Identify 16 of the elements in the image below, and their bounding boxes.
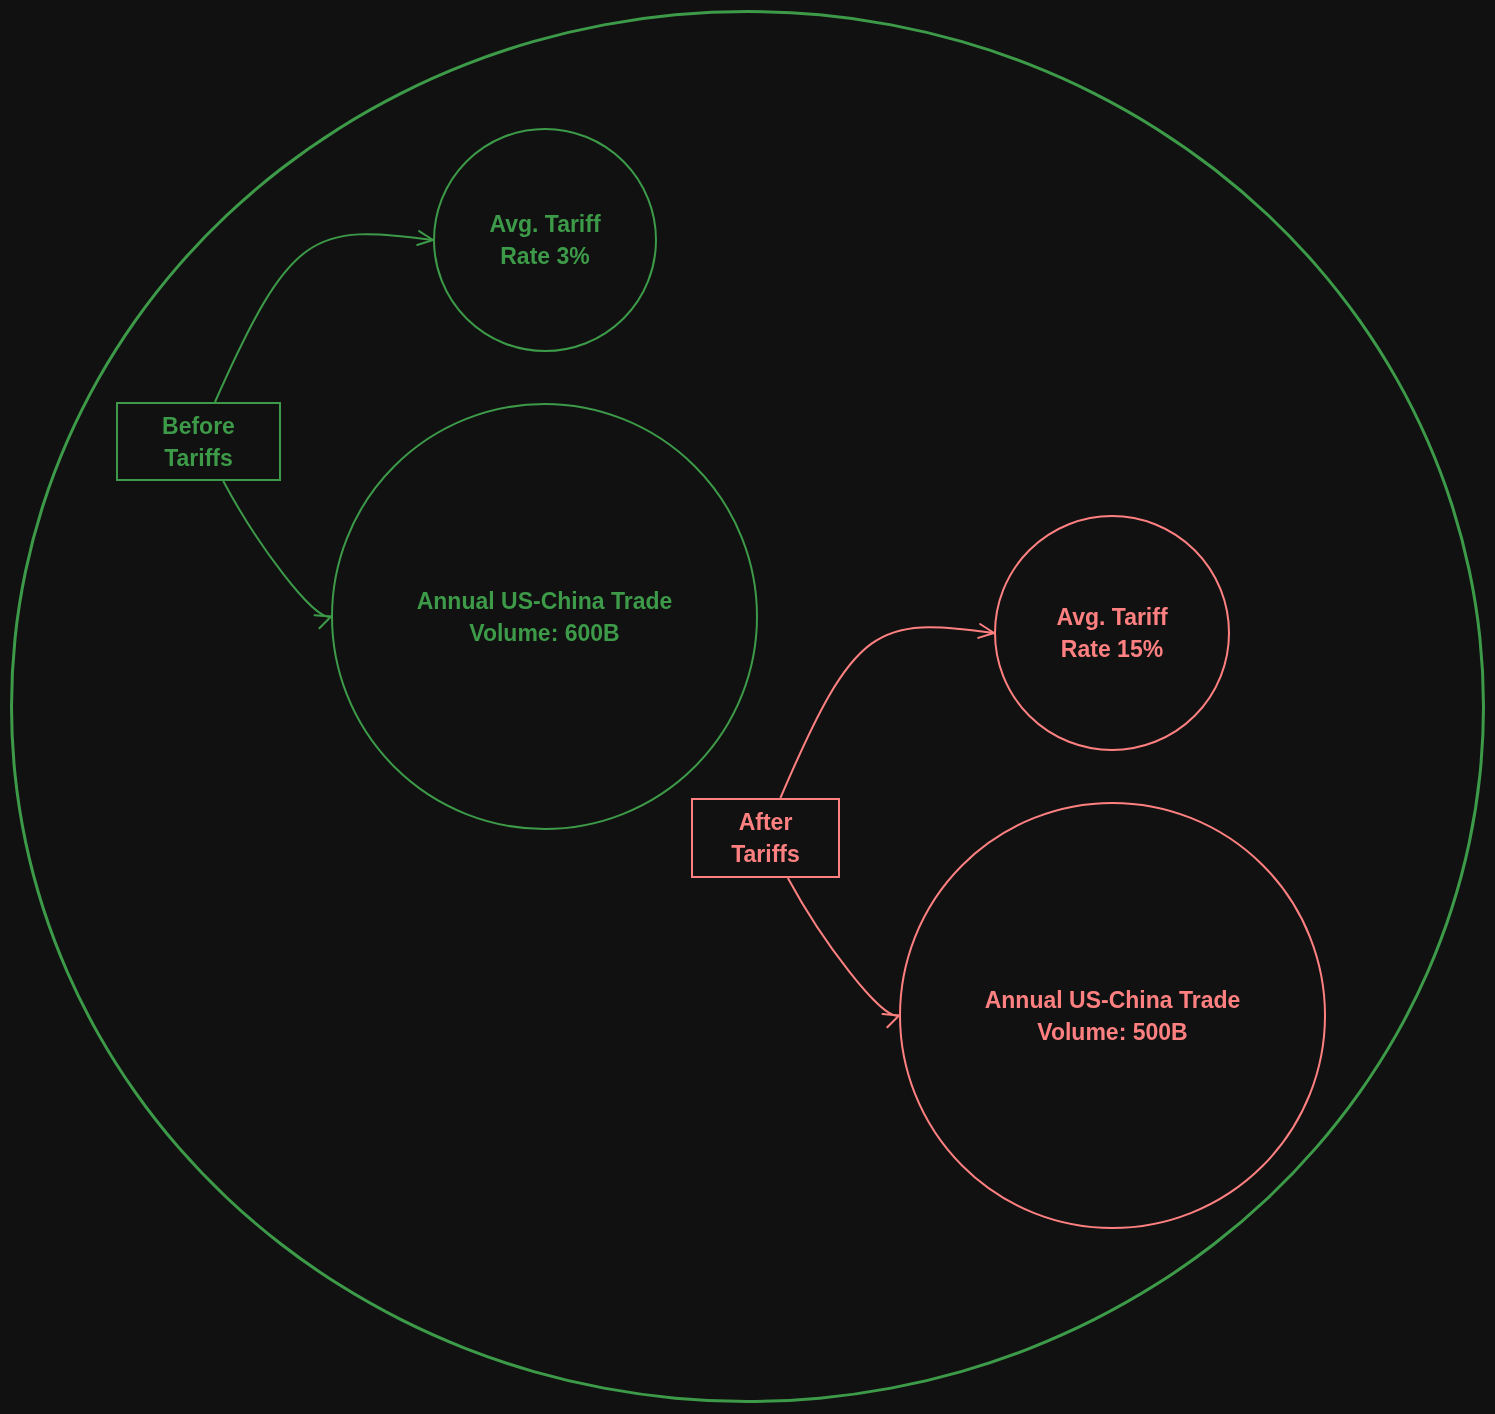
outer-ellipse bbox=[10, 10, 1485, 1403]
node-text: Annual US-China Trade Volume: 500B bbox=[983, 985, 1242, 1047]
arrow bbox=[786, 877, 900, 1029]
arrow bbox=[222, 480, 332, 630]
node-text: Avg. Tariff Rate 3% bbox=[488, 210, 602, 271]
arrow bbox=[779, 623, 995, 799]
node-text: Avg. Tariff Rate 15% bbox=[1055, 603, 1169, 664]
arrow bbox=[214, 230, 434, 403]
label-box bbox=[116, 402, 281, 481]
node-circle bbox=[899, 802, 1326, 1229]
node-circle bbox=[994, 515, 1230, 751]
label-box bbox=[691, 798, 840, 878]
node-text: After Tariffs bbox=[730, 808, 801, 869]
node-circle bbox=[433, 128, 657, 352]
node-text: Annual US-China Trade Volume: 600B bbox=[415, 586, 674, 648]
node-text: Before Tariffs bbox=[161, 411, 236, 473]
